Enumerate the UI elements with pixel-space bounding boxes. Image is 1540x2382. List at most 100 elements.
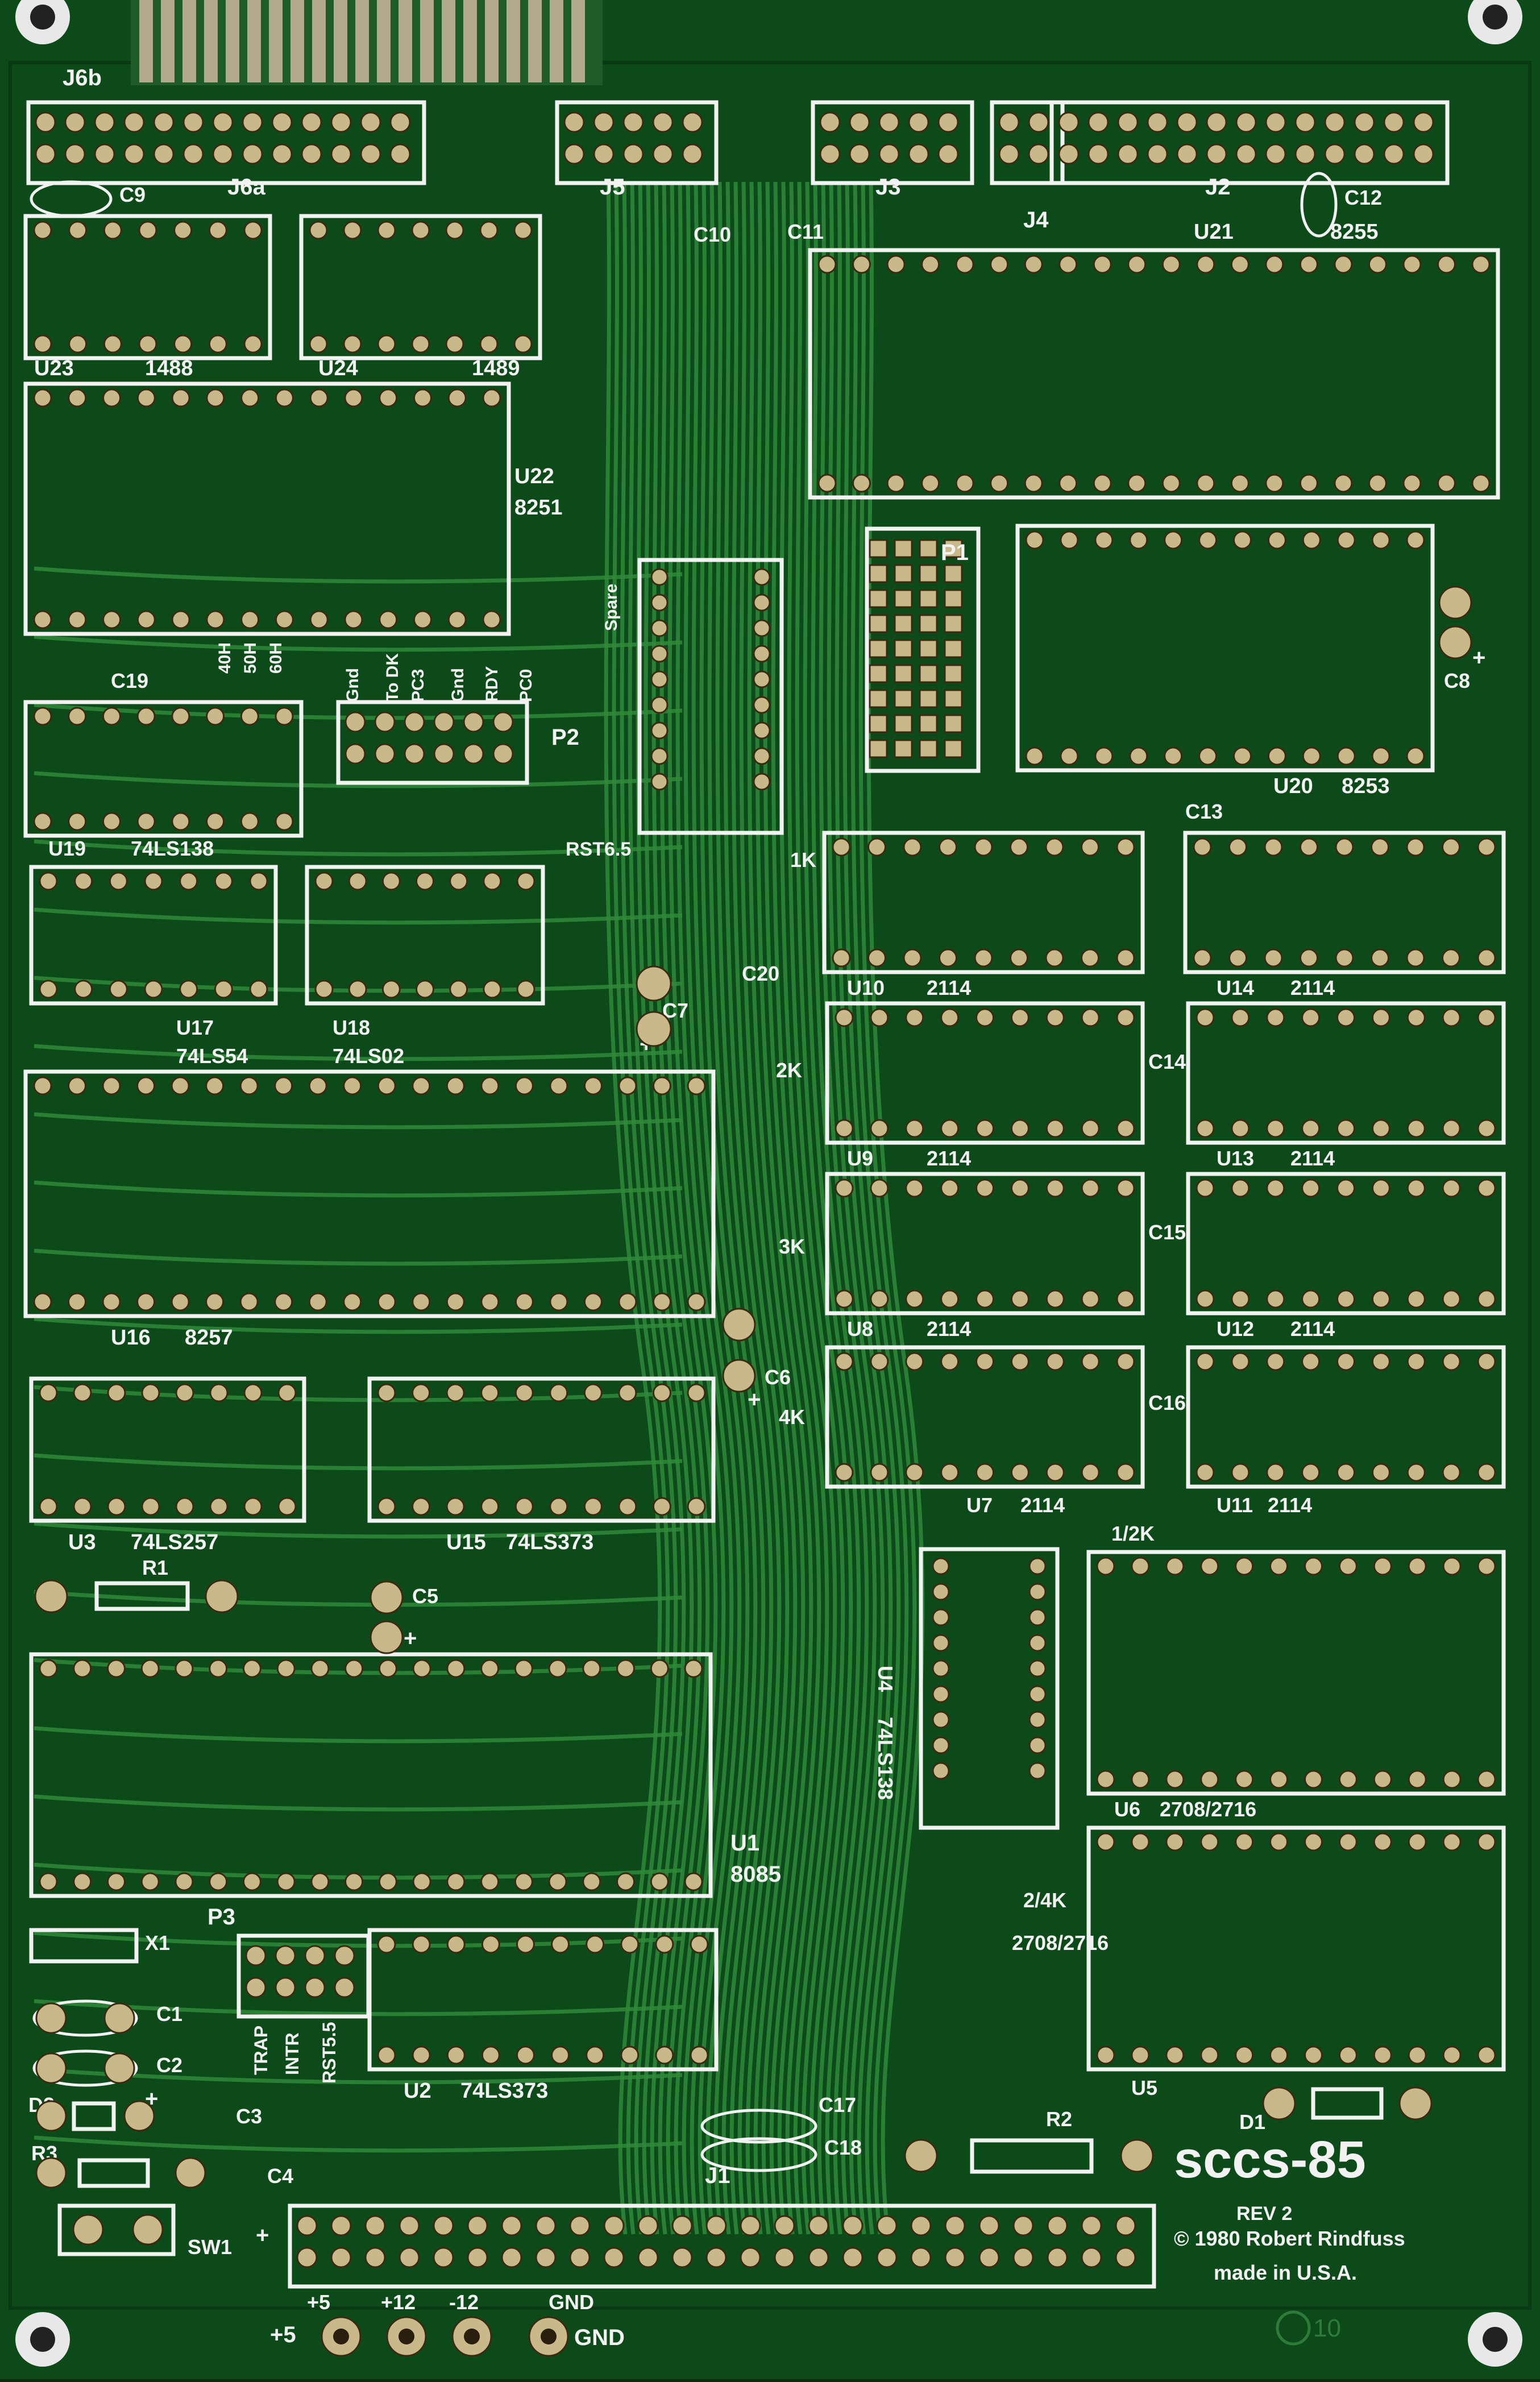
chip-pin <box>1045 1352 1065 1371</box>
header-pin <box>919 689 938 708</box>
chip-pin <box>835 1119 854 1138</box>
chip-pin <box>753 594 771 612</box>
chip-pin <box>240 707 259 726</box>
chip-pin <box>344 388 363 408</box>
chip-pin <box>243 1383 263 1402</box>
chip-pin <box>1231 1178 1250 1198</box>
label-c8: C8 <box>1444 669 1470 692</box>
chip-pin <box>411 334 430 354</box>
header-pin <box>869 739 888 758</box>
chip-pin <box>171 1292 190 1312</box>
chip-pin <box>551 2045 570 2065</box>
chip-pin <box>1028 1685 1047 1703</box>
label-u21: U21 <box>1194 220 1234 244</box>
ul-mark-circle <box>1276 2310 1311 2346</box>
header-pin <box>1081 2215 1102 2236</box>
label-x1: X1 <box>145 1931 170 1954</box>
header-pin <box>944 589 963 608</box>
label-c5: C5 <box>412 1584 438 1608</box>
chip-pin <box>39 1659 58 1678</box>
header-outline <box>26 100 426 185</box>
chip-pin <box>206 610 225 629</box>
chip-pin <box>1116 1289 1135 1309</box>
chip-pin <box>480 1383 500 1402</box>
label-c14: C14 <box>1148 1050 1186 1073</box>
chip-pin <box>1336 746 1356 766</box>
chip-pin <box>208 221 227 240</box>
label-u4: U4 <box>874 1666 897 1692</box>
header-pin <box>637 2215 659 2236</box>
label-c2: C2 <box>156 2053 182 2077</box>
header-pin <box>869 564 888 583</box>
label-u17: U17 <box>176 1016 214 1039</box>
chip-pin <box>1301 1178 1321 1198</box>
chip-pin <box>1024 474 1043 493</box>
chip-pin <box>446 1292 465 1312</box>
chip-pin <box>412 1292 431 1312</box>
header-pin <box>1206 111 1227 133</box>
header-pin <box>808 2215 829 2236</box>
chip-pin <box>1269 1557 1289 1576</box>
header-pin <box>275 1945 296 1966</box>
header-pin <box>937 143 959 165</box>
chip-pin <box>1408 2045 1427 2065</box>
label-freq-60: 60H <box>267 642 285 674</box>
chip-pin <box>308 1292 327 1312</box>
chip-pin <box>175 1383 194 1402</box>
chip-pin <box>1230 474 1250 493</box>
label-u18: U18 <box>333 1016 370 1039</box>
label-2-4k: 2/4K <box>1023 1889 1066 1912</box>
chip-pin <box>1264 837 1283 857</box>
chip-pin <box>684 1872 703 1891</box>
chip-pin <box>1193 948 1212 968</box>
chip-pin <box>173 221 193 240</box>
chip-pin <box>1266 1008 1285 1027</box>
chip-outline <box>1186 1345 1506 1489</box>
chip-pin <box>206 812 225 831</box>
chip-pin <box>377 1383 396 1402</box>
label-3k: 3K <box>779 1235 805 1258</box>
chip-pin <box>940 1008 960 1027</box>
chip-pin <box>173 334 193 354</box>
header-pin <box>842 2215 864 2236</box>
header-pin <box>182 111 204 133</box>
chip-pin <box>1406 530 1425 550</box>
label-2k: 2K <box>776 1059 802 1082</box>
chip-pin <box>1235 1557 1254 1576</box>
chip-pin <box>1081 1008 1100 1027</box>
edge-finger <box>399 0 412 82</box>
chip-pin <box>1371 1289 1390 1309</box>
header-pin <box>1058 111 1080 133</box>
header-pin <box>944 2215 966 2236</box>
chip-pin <box>243 221 263 240</box>
chip-pin <box>1010 1463 1030 1482</box>
header-pin <box>908 111 929 133</box>
label-u8-part: 2114 <box>927 1317 971 1341</box>
chip-pin <box>650 594 669 612</box>
chip-pin <box>940 1119 960 1138</box>
chip-pin <box>583 1497 603 1516</box>
chip-pin <box>1045 1289 1065 1309</box>
edge-finger <box>442 0 455 82</box>
label-j6b: J6b <box>63 65 102 90</box>
chip-pin <box>1028 1736 1047 1754</box>
chip-pin <box>412 1935 431 1954</box>
chip-pin <box>1442 1008 1461 1027</box>
chip-pin <box>1010 1178 1030 1198</box>
chip-pin <box>1230 255 1250 274</box>
chip-pin <box>1010 1008 1030 1027</box>
header-pin <box>399 2215 420 2236</box>
chip-pin <box>618 1497 637 1516</box>
label-u22: U22 <box>514 464 554 488</box>
bus-trace <box>667 181 726 2235</box>
chip-pin <box>479 334 499 354</box>
chip-pin <box>1264 948 1283 968</box>
header-pin <box>774 2247 795 2268</box>
chip-pin <box>1081 1119 1100 1138</box>
chip-pin <box>348 872 367 891</box>
header-pin <box>869 639 888 658</box>
header-pin <box>501 2215 522 2236</box>
label-u12: U12 <box>1217 1317 1254 1341</box>
chip-pin <box>1442 1557 1462 1576</box>
chip-pin <box>1164 746 1183 766</box>
